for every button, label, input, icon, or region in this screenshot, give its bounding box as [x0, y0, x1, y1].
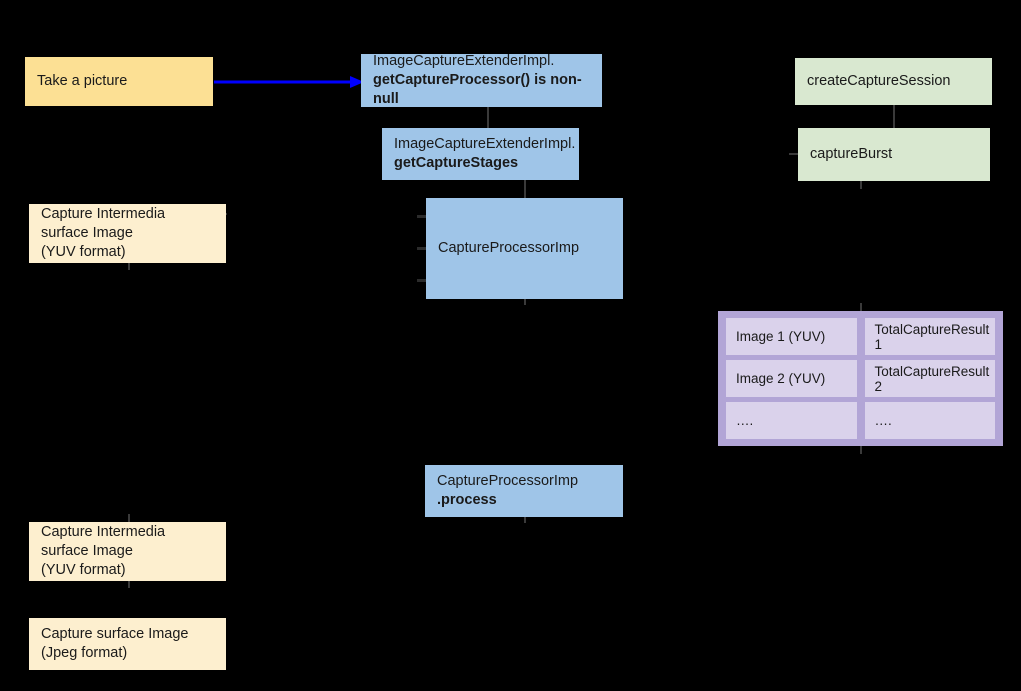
- result-column-images: Image 1 (YUV) Image 2 (YUV) ….: [726, 318, 857, 439]
- capture-results-table: Image 1 (YUV) Image 2 (YUV) …. TotalCapt…: [718, 311, 1003, 446]
- inbound-arrow-tick-bottom: [417, 279, 428, 282]
- connector-stub-results-bottom: [860, 446, 862, 454]
- node-jpeg-surface-line1: Capture surface Image: [41, 626, 189, 642]
- node-get-capture-stages-line2: getCaptureStages: [394, 155, 519, 171]
- result-cell-image-2[interactable]: Image 2 (YUV): [726, 360, 857, 397]
- node-intermedia-2-line2: surface Image: [41, 543, 133, 559]
- node-capture-processor-imp[interactable]: CaptureProcessorImp: [426, 198, 623, 299]
- node-intermedia-1-line1: Capture Intermedia: [41, 206, 166, 222]
- connector-stub-session-to-burst: [893, 105, 895, 128]
- node-capture-intermedia-surface-image-yuv-2[interactable]: Capture Intermedia surface Image (YUV fo…: [29, 522, 226, 581]
- node-capture-processor-imp-label: CaptureProcessorImp: [438, 240, 580, 256]
- node-intermedia-1-line2: surface Image: [41, 225, 133, 241]
- connector-stub-intermedia2-above: [128, 514, 130, 522]
- node-take-a-picture[interactable]: Take a picture: [25, 57, 213, 106]
- result-cell-image-more[interactable]: ….: [726, 402, 857, 439]
- connector-stub-stages-to-processor: [524, 180, 526, 198]
- arrow-take-picture-to-extender: [214, 76, 364, 88]
- node-capture-processor-imp-process-line2: .process: [437, 492, 497, 508]
- node-capture-burst-label: captureBurst: [810, 146, 893, 162]
- connector-stub-processor-to-process: [524, 299, 526, 305]
- connector-stub-intermedia2-below: [128, 581, 130, 588]
- node-intermedia-2-line1: Capture Intermedia: [41, 524, 166, 540]
- node-create-capture-session[interactable]: createCaptureSession: [795, 58, 992, 105]
- node-capture-intermedia-surface-image-yuv-1[interactable]: Capture Intermedia surface Image (YUV fo…: [29, 204, 226, 263]
- node-jpeg-surface-line2: (Jpeg format): [41, 645, 128, 661]
- connector-stub-extender-to-stages: [487, 107, 489, 128]
- connector-stub-burst-to-results: [860, 181, 862, 189]
- node-get-capture-processor-line2: getCaptureProcessor() is non-null: [373, 72, 582, 107]
- node-capture-processor-imp-process-line1: CaptureProcessorImp: [437, 473, 579, 489]
- node-take-a-picture-label: Take a picture: [37, 73, 128, 89]
- connector-stub-intermedia1-below: [128, 263, 130, 270]
- result-cell-total-capture-result-more[interactable]: ….: [864, 402, 995, 439]
- connector-stub-results-below: [860, 303, 862, 311]
- result-cell-total-capture-result-1[interactable]: TotalCaptureResult 1: [864, 318, 995, 355]
- result-column-capture-results: TotalCaptureResult 1 TotalCaptureResult …: [864, 318, 995, 439]
- node-intermedia-2-line3: (YUV format): [41, 562, 126, 578]
- result-cell-image-1[interactable]: Image 1 (YUV): [726, 318, 857, 355]
- connector-stub-process-below: [524, 517, 526, 523]
- node-create-capture-session-label: createCaptureSession: [807, 73, 951, 89]
- node-get-capture-stages-line1: ImageCaptureExtenderImpl.: [394, 136, 576, 152]
- node-capture-burst[interactable]: captureBurst: [798, 128, 990, 181]
- result-cell-total-capture-result-2[interactable]: TotalCaptureResult 2: [864, 360, 995, 397]
- node-capture-surface-image-jpeg[interactable]: Capture surface Image (Jpeg format): [29, 618, 226, 670]
- connector-stub-burst-left: [789, 153, 798, 155]
- node-intermedia-1-line3: (YUV format): [41, 244, 126, 260]
- node-get-capture-processor-line1: ImageCaptureExtenderImpl.: [373, 53, 555, 69]
- node-get-capture-stages[interactable]: ImageCaptureExtenderImpl. getCaptureStag…: [382, 128, 579, 180]
- node-capture-processor-imp-process[interactable]: CaptureProcessorImp .process: [425, 465, 623, 517]
- node-get-capture-processor[interactable]: ImageCaptureExtenderImpl. getCaptureProc…: [361, 53, 602, 107]
- inbound-arrow-tick-middle: [417, 247, 428, 250]
- inbound-arrow-tick-top: [417, 215, 428, 218]
